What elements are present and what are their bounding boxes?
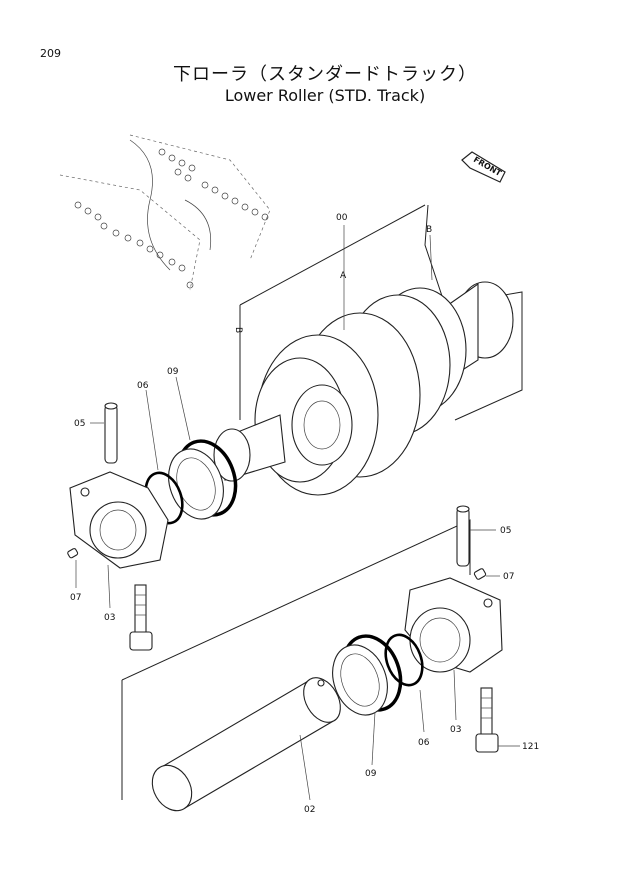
bolt-left [129,584,153,651]
label-05-left: 05 [74,419,85,429]
bolt-right [475,687,499,753]
label-02: 02 [304,805,315,815]
pin-left [104,402,118,464]
roller-shaft [151,677,341,812]
pin-right [456,505,470,567]
label-00: 00 [336,213,348,223]
label-a: A [340,271,347,281]
label-09-left: 09 [167,367,179,377]
title-english: Lower Roller (STD. Track) [224,86,426,105]
label-b-left: B [233,327,243,333]
plug-left [67,548,79,559]
plug-right [473,568,487,580]
track-overview-sketch [59,134,271,291]
label-05-right: 05 [500,526,511,536]
o-ring-right [384,633,424,687]
lower-roller-body [213,281,514,496]
collar-right [404,577,503,673]
label-b-top: B [426,225,432,235]
collar-left [69,471,169,569]
label-03-right: 03 [450,725,461,735]
leader-lines [75,225,520,801]
title-japanese: 下ローラ（スタンダードトラック） [173,64,477,85]
label-121: 121 [522,742,539,752]
label-07-right: 07 [503,572,514,582]
label-06-left: 06 [137,381,149,391]
floating-seal-right [332,634,403,716]
front-arrow: FRONT [461,151,506,183]
label-03-left: 03 [104,613,115,623]
label-09-right: 09 [365,769,377,779]
label-06-right: 06 [418,738,430,748]
label-07-left: 07 [70,593,81,603]
page-number: 209 [40,47,61,60]
